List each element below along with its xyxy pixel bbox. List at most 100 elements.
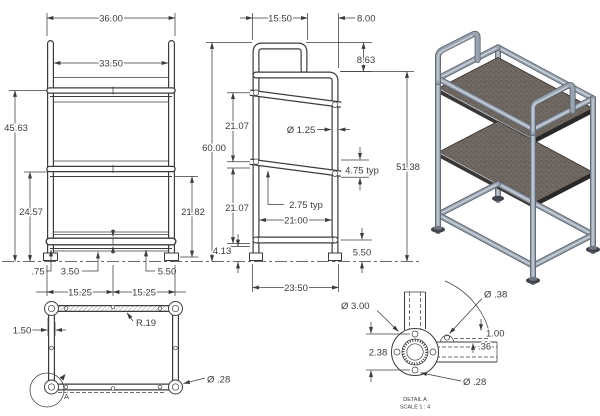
front-mid-shelf [46, 160, 176, 177]
dim-text: 5.50 [353, 248, 372, 259]
dim-detail-bolt-hole: Ø .28 [420, 372, 488, 390]
dim-text: 8.00 [357, 14, 376, 25]
dim-text: 21.00 [284, 216, 308, 227]
dim-text: 8.63 [357, 55, 376, 66]
dim-text: Ø 1.25 [287, 125, 316, 136]
dim-side-tube-diameter: Ø 1.25 [285, 124, 350, 138]
dim-side-shelf-lip: 2.75 typ [265, 170, 324, 213]
dim-text: 21.07 [225, 203, 249, 214]
iso-feet [431, 225, 600, 284]
dim-text: 1.00 [486, 329, 505, 340]
dim-top-hole-diameter: Ø .28 [183, 373, 232, 387]
iso-3d-view [431, 30, 600, 285]
detail-callout-arrow [59, 374, 66, 381]
dim-text: Ø .38 [484, 290, 507, 301]
dim-side-overall-height: 60.00 [201, 42, 252, 262]
dim-side-lower-shelf-gap: 21.07 [224, 167, 250, 244]
detail-callout-circle: A [29, 372, 71, 408]
dim-text: Ø .28 [463, 377, 486, 388]
detail-vertical-tube [404, 291, 426, 331]
dim-front-inner-width: 33.50 [53, 57, 169, 71]
dim-top-tube-inset: 1.50 [11, 318, 66, 338]
iso-right-handle [530, 82, 576, 136]
dim-text: Ø 3.00 [341, 301, 370, 312]
dim-text: 15.25 [68, 288, 92, 299]
side-top-rail-and-right-post [252, 71, 339, 262]
dim-detail-hole-offset: 1.00 .36 [454, 319, 506, 354]
dim-detail-bolt-circle: 2.38 [366, 322, 410, 382]
detail-horizontal-tube [433, 341, 498, 363]
front-left-foot [43, 252, 58, 261]
front-right-foot [164, 252, 179, 261]
dim-detail-flange-diameter: Ø 3.00 [340, 300, 399, 332]
dim-text: 33.50 [99, 59, 123, 70]
dim-text: 2.75 typ [289, 200, 323, 211]
side-right-foot [328, 252, 342, 261]
dim-text: 24.57 [19, 207, 43, 218]
dim-front-half-spans: 15.25 15.25 [36, 265, 186, 300]
detail-caption: DETAIL A SCALE 1 : 4 [399, 396, 431, 412]
dim-text: 60.00 [202, 143, 226, 154]
dim-front-rail-offset: 5.50 [143, 249, 178, 279]
dim-side-inner-depth: 21.00 [259, 214, 332, 228]
detail-view: Ø 3.00 2.38 Ø .38 1.00 .36 Ø .28 DETAIL … [340, 280, 509, 412]
dim-text: 5.50 [158, 267, 177, 278]
side-mid-shelf [249, 158, 342, 177]
dim-text: 36.00 [99, 14, 123, 25]
dim-text: .36 [478, 342, 491, 353]
dim-text: 1.50 [13, 326, 32, 337]
dim-text: 21.07 [225, 121, 249, 132]
detail-scale: SCALE 1 : 4 [400, 405, 430, 411]
dim-top-corner-radius: R.19 [126, 312, 158, 331]
side-joint-fittings [252, 89, 339, 244]
iso-bottom-rails [435, 180, 596, 269]
top-view: A 1.50 R.19 Ø .28 [11, 301, 232, 408]
top-corner-flanges [44, 301, 183, 395]
dim-text: Ø .28 [207, 375, 230, 386]
dim-front-right-height: 21.82 [175, 176, 206, 258]
detail-mounting-tab [440, 334, 454, 343]
dim-text: 23.50 [284, 283, 308, 294]
side-handle-and-left-post [252, 42, 308, 262]
detail-flange [391, 328, 439, 376]
dim-side-upper-shelf-gap: 21.07 [224, 92, 250, 163]
dim-text: 3.50 [61, 267, 80, 278]
front-top-shelf [46, 77, 176, 103]
detail-callout-letter: A [64, 392, 69, 401]
dim-front-caster-offset: 3.50 [59, 229, 116, 279]
dim-text: 21.82 [181, 207, 205, 218]
dim-side-shelf-depth: 4.75 typ [341, 147, 380, 191]
dim-front-foot-inset: .75 [30, 249, 54, 279]
dim-side-overall-depth: 23.50 [252, 264, 339, 296]
dim-text: 15.25 [132, 288, 156, 299]
dim-side-handle-setback: 8.00 [338, 12, 377, 26]
iso-left-handle [435, 30, 481, 85]
top-joint-pins [49, 304, 178, 391]
dim-text: .75 [31, 267, 44, 278]
dim-text: 51.38 [396, 162, 420, 173]
front-view: 36.00 33.50 45.63 24.57 21.82 .7 [3, 12, 207, 300]
dim-text: 45.63 [4, 123, 28, 134]
side-top-shelf [249, 89, 342, 108]
dim-front-lower-height: 24.57 [18, 171, 47, 262]
detail-boundary-arc [444, 280, 491, 336]
side-left-foot [249, 252, 263, 261]
dim-text: 4.13 [213, 246, 232, 257]
dim-side-rail-height: 5.50 [341, 228, 373, 273]
side-view: 15.50 8.00 8.63 21.07 60.00 [201, 12, 422, 296]
detail-label: DETAIL A [403, 397, 427, 403]
dim-text: 4.75 typ [345, 166, 379, 177]
dim-text: R.19 [136, 318, 156, 329]
dim-text: 15.50 [268, 14, 292, 25]
dim-text: 2.38 [369, 348, 388, 359]
dim-front-overall-width: 36.00 [46, 12, 176, 36]
top-frame [48, 305, 179, 393]
dim-side-handle-length: 15.50 [240, 12, 339, 68]
dim-side-frame-height: 51.38 [341, 71, 421, 262]
front-bottom-rails [43, 231, 179, 261]
dim-side-foot-clearance: 4.13 [211, 234, 250, 273]
dim-side-handle-rise: 8.63 [306, 42, 377, 72]
dim-detail-tab-hole: Ø .38 [449, 288, 509, 334]
